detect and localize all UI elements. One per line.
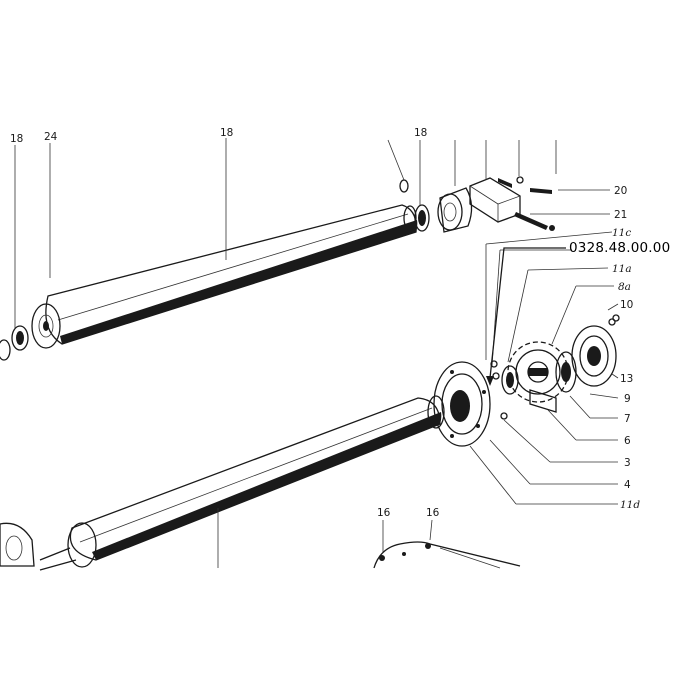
callout-10: 10 xyxy=(620,299,633,311)
upper-left-bearing xyxy=(0,325,29,361)
callout-4: 4 xyxy=(624,479,631,491)
flange-plate xyxy=(433,361,491,447)
callout-20: 20 xyxy=(614,185,627,197)
reference-arrowhead xyxy=(486,376,494,386)
callout-11c: 11c xyxy=(612,227,631,239)
chain-frame xyxy=(373,541,521,569)
callout-13: 13 xyxy=(620,373,633,385)
callout-3: 3 xyxy=(624,457,631,469)
callout-18-left: 18 xyxy=(10,133,23,145)
bracket-block xyxy=(469,176,555,231)
callout-16-b: 16 xyxy=(426,507,440,519)
part-reference-number: 0328.48.00.00 xyxy=(569,240,670,256)
callout-7: 7 xyxy=(624,413,631,425)
pulley-disc xyxy=(571,314,620,387)
upper-roller xyxy=(31,204,418,349)
upper-right-bearing xyxy=(399,179,430,232)
callout-11a: 11a xyxy=(612,263,632,275)
callout-labels: 18 24 18 18 20 21 11c 11a 8a 10 13 9 7 6… xyxy=(10,127,670,519)
callout-9: 9 xyxy=(624,393,631,405)
callout-24: 24 xyxy=(44,131,58,143)
lower-roller xyxy=(39,395,445,571)
lower-left-housing xyxy=(0,522,35,567)
callout-11d: 11d xyxy=(620,499,640,511)
bearing-housing xyxy=(437,187,473,233)
callout-8a: 8a xyxy=(618,281,631,293)
leader-lines xyxy=(14,138,619,568)
callout-18-top: 18 xyxy=(220,127,233,139)
callout-18-top-right: 18 xyxy=(414,127,427,139)
callout-6: 6 xyxy=(624,435,631,447)
reference-pointer xyxy=(489,247,566,379)
callout-21: 21 xyxy=(614,209,627,221)
callout-16-a: 16 xyxy=(377,507,391,519)
